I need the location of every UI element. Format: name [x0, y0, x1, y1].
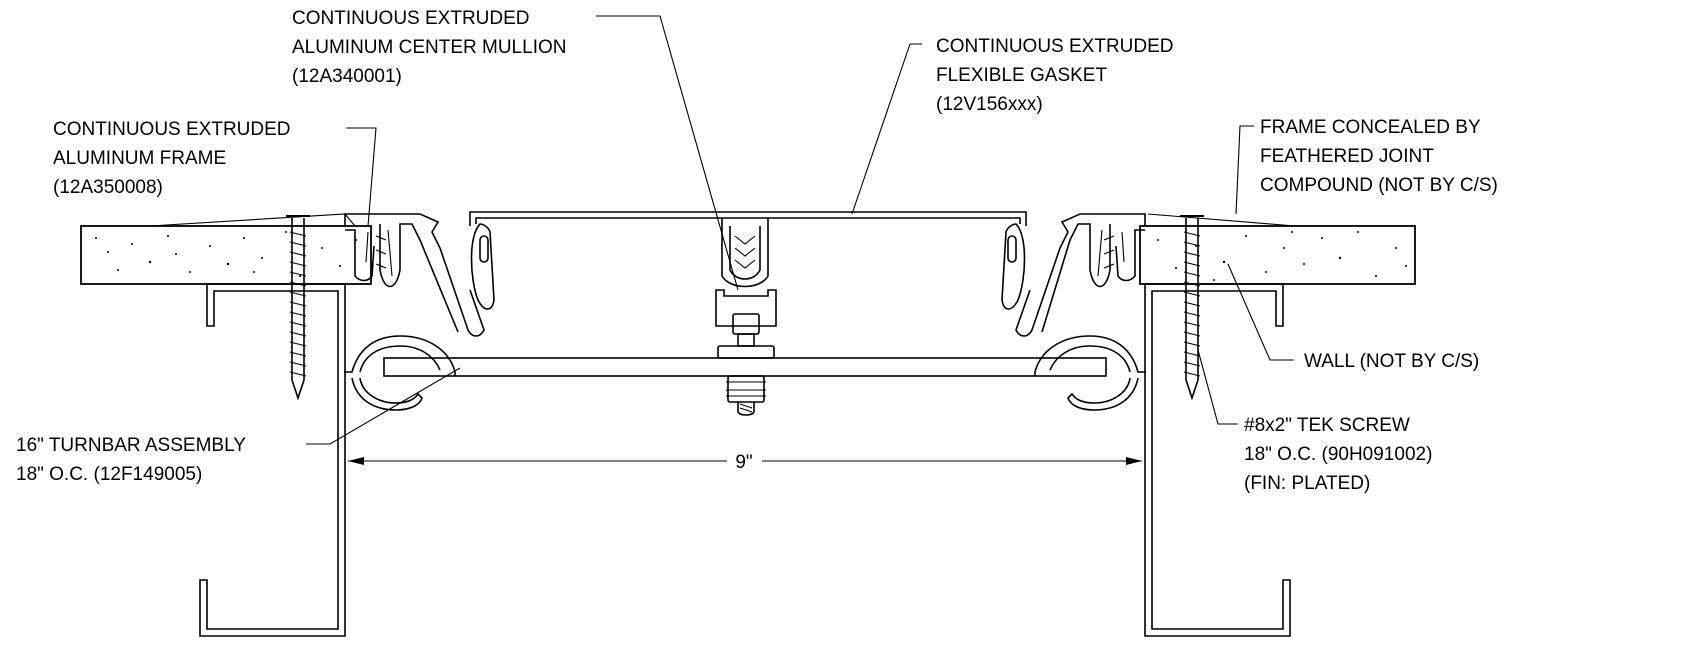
svg-text:(12A350008): (12A350008) — [53, 177, 163, 198]
svg-text:COMPOUND (NOT BY C/S): COMPOUND (NOT BY C/S) — [1260, 175, 1498, 196]
svg-text:(12V156xxx): (12V156xxx) — [936, 94, 1043, 115]
label-frame-concealed: FRAME CONCEALED BY FEATHERED JOINT COMPO… — [1260, 117, 1498, 196]
svg-text:ALUMINUM FRAME: ALUMINUM FRAME — [53, 148, 226, 169]
dimension-text: 9" — [735, 452, 752, 473]
svg-text:WALL (NOT BY C/S): WALL (NOT BY C/S) — [1304, 351, 1479, 372]
svg-text:(12A340001): (12A340001) — [292, 66, 402, 87]
right-aluminum-frame — [1015, 213, 1146, 411]
right-wall-speckle — [1157, 231, 1407, 281]
svg-text:#8x2" TEK SCREW: #8x2" TEK SCREW — [1244, 415, 1410, 436]
label-wall: WALL (NOT BY C/S) — [1304, 351, 1479, 372]
center-mullion — [715, 218, 777, 327]
right-tek-screw — [1180, 215, 1204, 401]
left-tek-screw — [286, 215, 310, 401]
svg-text:FEATHERED JOINT: FEATHERED JOINT — [1260, 146, 1434, 167]
svg-text:(FIN: PLATED): (FIN: PLATED) — [1244, 473, 1370, 494]
flexible-gasket — [469, 211, 1027, 310]
dimension-9in: 9" — [348, 452, 1142, 473]
svg-text:16" TURNBAR ASSEMBLY: 16" TURNBAR ASSEMBLY — [16, 435, 246, 456]
left-aluminum-frame — [344, 213, 485, 411]
svg-text:18" O.C. (12F149005): 18" O.C. (12F149005) — [16, 464, 202, 485]
right-joint-compound — [1147, 213, 1296, 227]
svg-text:ALUMINUM CENTER MULLION: ALUMINUM CENTER MULLION — [292, 37, 566, 58]
left-wall — [80, 225, 372, 285]
svg-text:CONTINUOUS EXTRUDED: CONTINUOUS EXTRUDED — [53, 119, 291, 140]
svg-text:CONTINUOUS EXTRUDED: CONTINUOUS EXTRUDED — [292, 8, 530, 29]
label-aluminum-frame: CONTINUOUS EXTRUDED ALUMINUM FRAME (12A3… — [53, 119, 291, 198]
left-joint-compound — [149, 213, 356, 227]
left-steel-stud — [199, 283, 346, 637]
label-turnbar: 16" TURNBAR ASSEMBLY 18" O.C. (12F149005… — [16, 435, 246, 485]
label-center-mullion: CONTINUOUS EXTRUDED ALUMINUM CENTER MULL… — [292, 8, 566, 87]
svg-text:CONTINUOUS EXTRUDED: CONTINUOUS EXTRUDED — [936, 36, 1174, 57]
label-flexible-gasket: CONTINUOUS EXTRUDED FLEXIBLE GASKET (12V… — [936, 36, 1174, 115]
right-wall — [1139, 225, 1416, 285]
svg-text:FRAME CONCEALED BY: FRAME CONCEALED BY — [1260, 117, 1481, 138]
svg-text:18" O.C. (90H091002): 18" O.C. (90H091002) — [1244, 444, 1432, 465]
right-steel-stud — [1144, 283, 1291, 637]
leader-lines — [306, 15, 1294, 445]
turnbar-assembly — [383, 313, 1107, 416]
svg-text:FLEXIBLE GASKET: FLEXIBLE GASKET — [936, 65, 1107, 86]
label-tek-screw: #8x2" TEK SCREW 18" O.C. (90H091002) (FI… — [1244, 415, 1432, 494]
